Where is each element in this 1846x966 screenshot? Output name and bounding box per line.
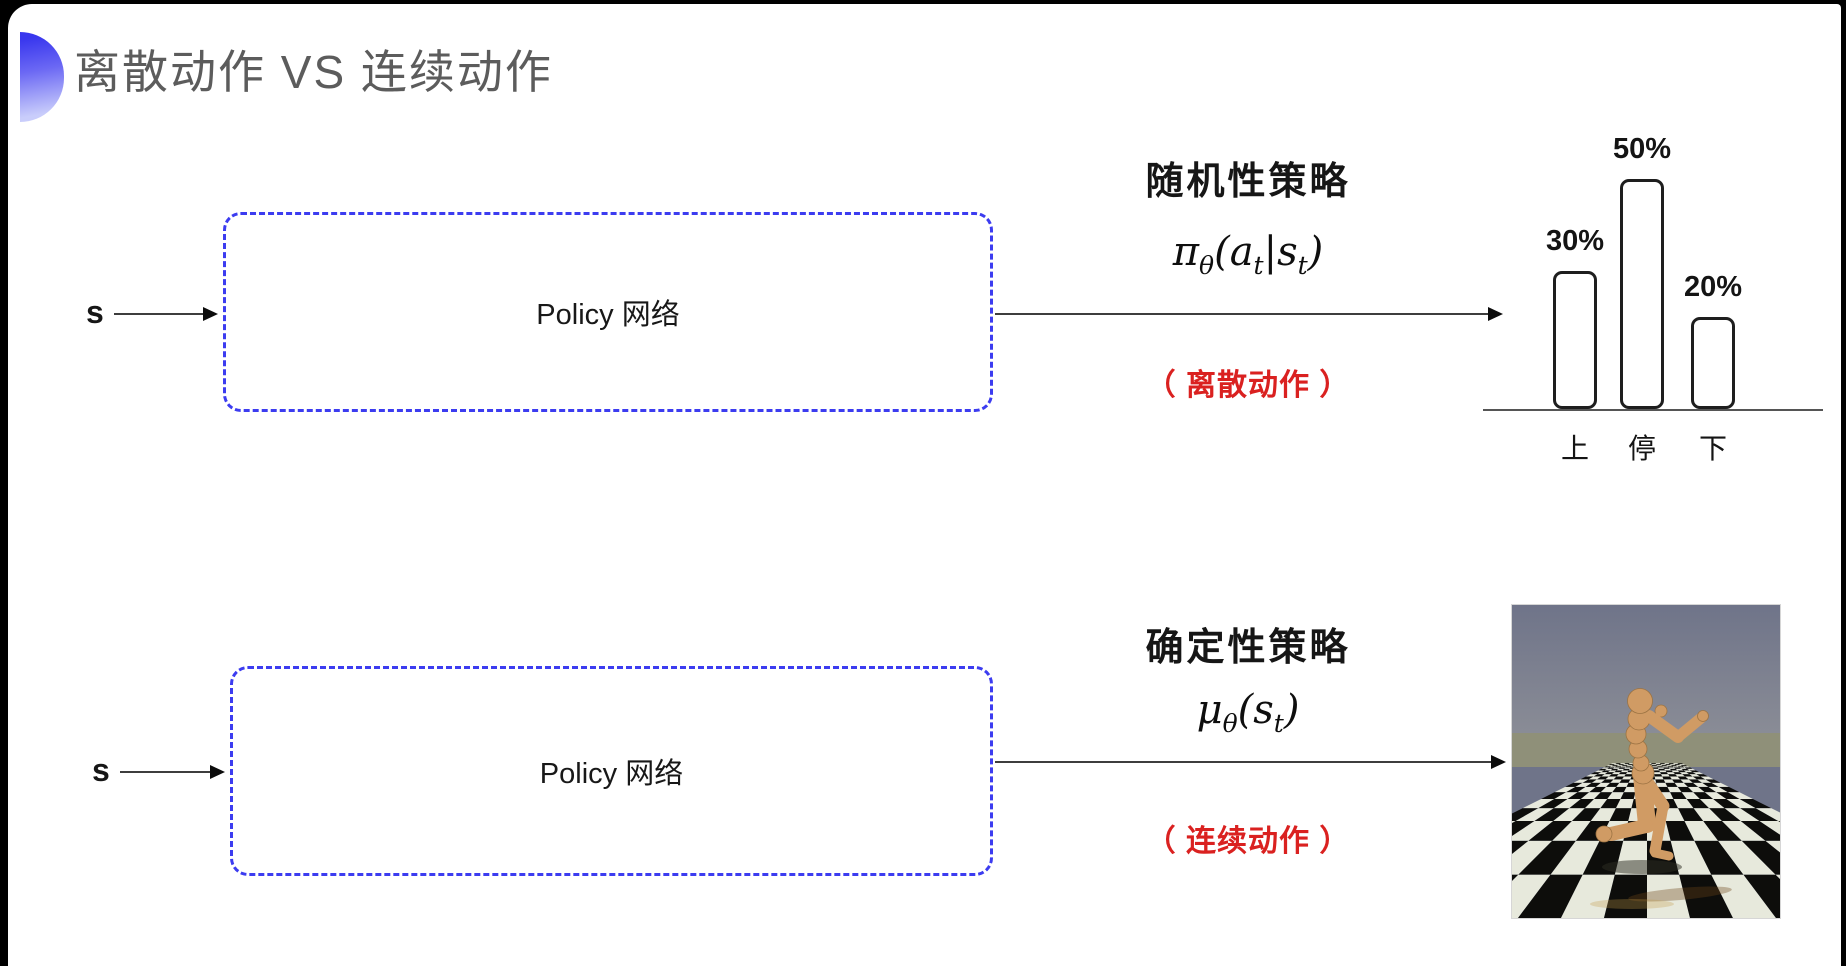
stochastic-policy-title: 随机性策略 [1145, 161, 1351, 203]
upper-arm [1643, 710, 1684, 743]
head [1627, 688, 1653, 714]
floor-reflection [1590, 899, 1674, 909]
sky [1512, 605, 1780, 755]
humanoid-simulation-image [1511, 604, 1781, 919]
humanoid-figure [1590, 688, 1732, 909]
arrow-policy-to-action-top [995, 313, 1501, 315]
policy-network-box-bottom: Policy 网络 [230, 666, 993, 876]
prob-bar-停 [1620, 179, 1664, 409]
prob-value-label: 50% [1612, 133, 1672, 165]
continuous-action-label: （ 连续动作 ） [1145, 825, 1351, 858]
prob-bar-上 [1553, 271, 1597, 409]
back-shin [1649, 800, 1669, 857]
arrow-state-to-policy-bottom [120, 771, 223, 773]
stochastic-policy-formula: πθ(at|st) [1172, 229, 1324, 280]
state-input-label-bottom: s [92, 752, 110, 788]
stochastic-policy-caption: 随机性策略 πθ(at|st) [1048, 150, 1448, 280]
humanoid-scene [1512, 605, 1780, 918]
deterministic-policy-caption: 确定性策略 μθ(st) [1048, 616, 1448, 738]
humanoid-shadow [1602, 860, 1682, 874]
state-input-label-top: s [86, 294, 104, 330]
forearm [1672, 712, 1707, 743]
arrow-policy-to-action-bottom [995, 761, 1504, 763]
action-category-label: 上 [1560, 433, 1589, 464]
prob-value-label: 30% [1545, 225, 1605, 257]
action-category-label: 停 [1627, 433, 1656, 464]
hand [1697, 710, 1709, 722]
prob-bar-下 [1691, 317, 1735, 409]
rear-hand [1654, 704, 1668, 718]
page-title: 离散动作 VS 连续动作 [74, 46, 553, 98]
chart-baseline [1483, 409, 1823, 411]
prob-value-label: 20% [1683, 271, 1743, 303]
back-foot [1650, 848, 1674, 861]
front-shin [1604, 819, 1653, 841]
checkerboard-floor [1512, 763, 1780, 918]
policy-network-box-top: Policy 网络 [223, 212, 993, 412]
arrow-state-to-policy-top [114, 313, 216, 315]
front-foot [1595, 825, 1613, 843]
policy-network-label-bottom: Policy 网络 [539, 758, 684, 790]
slide-background: 离散动作 VS 连续动作 s Policy 网络 随机性策略 πθ(at|st)… [8, 4, 1841, 966]
floor-reflection [1628, 886, 1732, 902]
action-category-label: 下 [1698, 433, 1727, 464]
title-bullet-sphere-icon [20, 32, 64, 122]
policy-network-label-top: Policy 网络 [536, 299, 680, 331]
deterministic-policy-formula: μθ(st) [1196, 687, 1300, 738]
deterministic-policy-title: 确定性策略 [1145, 627, 1351, 669]
action-probability-bar-chart: 30% 上 50% 停 20% 下 [1478, 104, 1846, 469]
discrete-action-label: （ 离散动作 ） [1145, 369, 1351, 402]
